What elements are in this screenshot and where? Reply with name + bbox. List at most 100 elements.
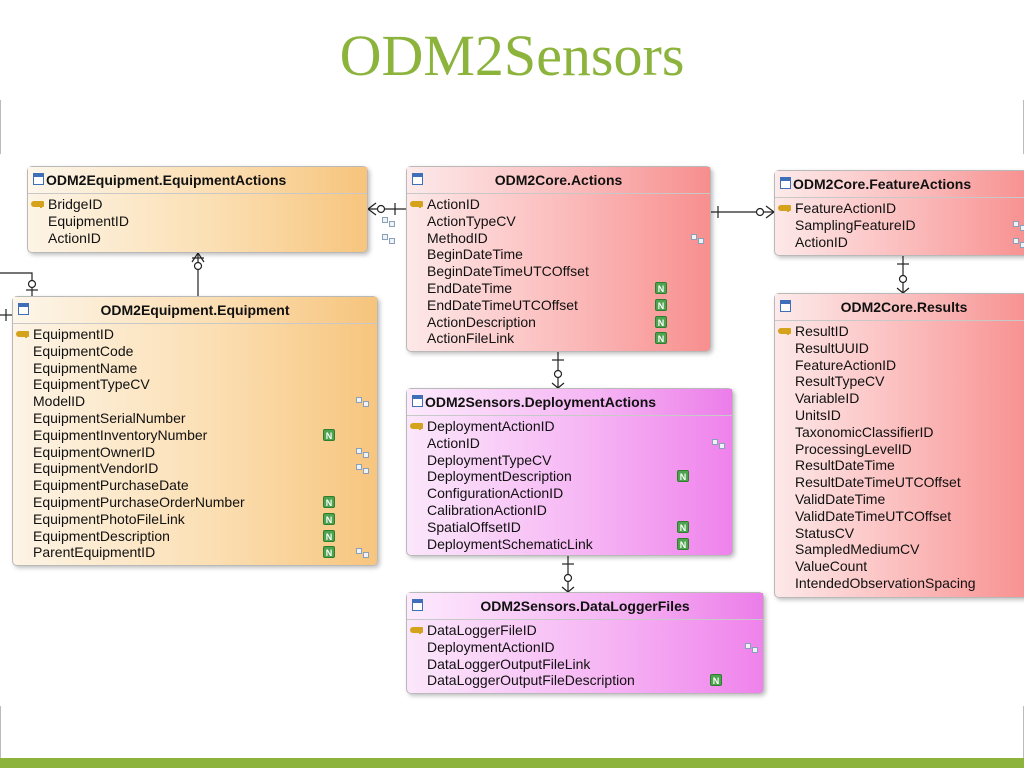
field-row[interactable]: FeatureActionID (775, 200, 1024, 217)
field-name: UnitsID (795, 406, 841, 423)
field-row[interactable]: EquipmentSerialNumber (13, 410, 377, 427)
field-name: EndDateTimeUTCOffset (427, 296, 578, 313)
field-name: BridgeID (48, 196, 103, 212)
field-row[interactable]: ValidDateTime (775, 491, 1024, 508)
field-row[interactable]: CalibrationActionID (407, 502, 732, 519)
nullable-icon: N (677, 537, 689, 550)
field-row[interactable]: ResultTypeCV (775, 373, 1024, 390)
entity-title: ODM2Core.Results (840, 299, 968, 315)
field-row[interactable]: EquipmentVendorID (13, 460, 377, 477)
field-name: EquipmentOwnerID (33, 443, 156, 460)
field-row[interactable]: EquipmentPurchaseDate (13, 477, 377, 494)
field-row[interactable]: ResultDateTime (775, 457, 1024, 474)
field-row[interactable]: DataLoggerFileID (407, 622, 763, 639)
field-row[interactable]: ActionID (28, 230, 395, 247)
field-row[interactable]: ProcessingLevelID (775, 441, 1024, 458)
nullable-icon: N (677, 470, 689, 483)
field-row[interactable]: VariableID (775, 390, 1024, 407)
field-row[interactable]: FeatureActionID (775, 357, 1024, 374)
entity-datalogger-files[interactable]: ODM2Sensors.DataLoggerFiles DataLoggerFi… (406, 592, 764, 694)
field-name: EquipmentVendorID (33, 460, 159, 477)
field-row[interactable]: DataLoggerOutputFileLink (407, 656, 763, 673)
field-name: BeginDateTimeUTCOffset (427, 263, 589, 280)
nullable-icon: N (323, 428, 335, 441)
field-row[interactable]: MethodID (407, 230, 710, 247)
field-name: SpatialOffsetID (427, 518, 521, 535)
field-name: EndDateTime (427, 279, 513, 296)
field-row[interactable]: SamplingFeatureID (775, 217, 1024, 234)
field-row[interactable]: ModelID (13, 393, 377, 410)
entity-header: ODM2Sensors.DataLoggerFiles (407, 593, 763, 620)
field-row[interactable]: ResultDateTimeUTCOffset (775, 474, 1024, 491)
field-name: SamplingFeatureID (795, 216, 916, 233)
field-name: EquipmentDescription (33, 527, 170, 544)
field-row[interactable]: ActionID (407, 435, 732, 452)
field-row[interactable]: TaxonomicClassifierID (775, 424, 1024, 441)
field-row[interactable]: ValidDateTimeUTCOffset (775, 508, 1024, 525)
field-row[interactable]: EquipmentID (28, 213, 395, 230)
field-row[interactable]: DeploymentTypeCV (407, 452, 732, 469)
entity-header: ODM2Equipment.EquipmentActions (28, 167, 367, 194)
nullable-icon: N (323, 529, 335, 542)
field-row[interactable]: EquipmentName (13, 360, 377, 377)
field-row[interactable]: EquipmentCode (13, 343, 377, 360)
field-row[interactable]: BeginDateTime (407, 246, 710, 263)
field-row[interactable]: BridgeID (28, 196, 367, 213)
field-row[interactable]: DeploymentActionID (407, 639, 763, 656)
field-row[interactable]: ValueCount (775, 558, 1024, 575)
field-name: ValueCount (795, 558, 868, 575)
field-row[interactable]: DeploymentActionID (407, 418, 732, 435)
field-row[interactable]: ResultUUID (775, 340, 1024, 357)
field-row[interactable]: ActionTypeCV (407, 213, 710, 230)
field-name: BeginDateTime (427, 246, 523, 263)
field-row[interactable]: EquipmentTypeCV (13, 376, 377, 393)
foreign-key-icon (1013, 237, 1024, 248)
field-row[interactable]: BeginDateTimeUTCOffset (407, 263, 710, 280)
field-name: ActionDescription (427, 313, 536, 330)
field-row[interactable]: ActionID (775, 234, 1024, 251)
field-name: ActionID (427, 196, 480, 212)
field-row[interactable]: ResultID (775, 323, 1024, 340)
field-name: ModelID (33, 393, 86, 410)
field-name: EquipmentSerialNumber (33, 409, 186, 426)
entity-deployment-actions[interactable]: ODM2Sensors.DeploymentActions Deployment… (406, 388, 733, 556)
primary-key-icon (778, 328, 791, 335)
field-row[interactable]: SampledMediumCV (775, 541, 1024, 558)
field-row[interactable]: EquipmentID (13, 326, 377, 343)
field-row[interactable]: UnitsID (775, 407, 1024, 424)
field-name: DeploymentTypeCV (427, 451, 552, 468)
field-name: DataLoggerOutputFileDescription (427, 672, 635, 689)
field-row[interactable]: ConfigurationActionID (407, 485, 732, 502)
field-name: ResultDateTimeUTCOffset (795, 474, 961, 491)
field-row[interactable]: EquipmentOwnerID (13, 444, 377, 461)
field-name: VariableID (795, 390, 860, 407)
field-row[interactable]: ActionID (407, 196, 710, 213)
field-row[interactable]: StatusCV (775, 525, 1024, 542)
field-name: MethodID (427, 229, 488, 246)
field-name: DataLoggerOutputFileLink (427, 655, 591, 672)
field-name: DeploymentActionID (427, 418, 555, 434)
primary-key-icon (16, 331, 29, 338)
field-row[interactable]: IntendedObservationSpacing (775, 575, 1024, 592)
field-row[interactable]: EquipmentDescription N (13, 528, 377, 545)
